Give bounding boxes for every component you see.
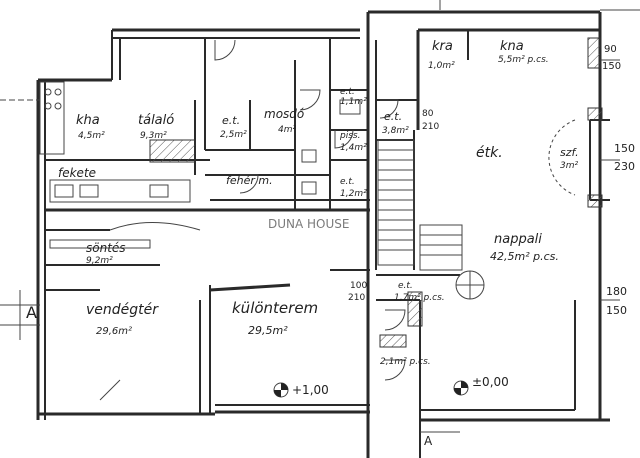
room-area: 1,0m² (428, 61, 455, 71)
level-labels: +1,00 ±0,00 (292, 375, 509, 397)
room-name: piss. (339, 131, 360, 141)
room-name: kra (432, 39, 453, 54)
room-name: szf. (560, 146, 579, 159)
level-label: +1,00 (292, 383, 329, 397)
room-name: e.t. (340, 87, 355, 97)
room-area: 1,7m² p.cs. (394, 293, 445, 303)
room-name: e.t. (222, 114, 240, 127)
room-area: 3,8m² (382, 126, 409, 136)
room-area: 9,2m² (86, 256, 113, 266)
room-area: 29,5m² (248, 324, 288, 337)
room-area: 4,5m² (78, 131, 105, 141)
room-area: 2,5m² (220, 130, 247, 140)
room-labels: kra 1,0m² kna 5,5m² p.cs. kha 4,5m² tála… (58, 39, 579, 367)
room-area: 5,5m² p.cs. (498, 55, 549, 65)
room-name: söntés (86, 241, 126, 255)
room-name: 2,1m² p.cs. (380, 357, 431, 367)
doors (99, 39, 576, 401)
room-name: e.t. (398, 281, 413, 291)
room-name: fekete (58, 166, 96, 180)
dimension-label: 210 (422, 122, 439, 132)
room-area: 1,4m² (340, 143, 367, 153)
room-area: 4m² (278, 125, 296, 135)
room-name: e.t. (340, 177, 355, 187)
section-mark: A (424, 434, 433, 448)
room-area: 1,1m² (340, 97, 367, 107)
grid-lines (0, 0, 640, 433)
section-marks: A A (26, 303, 433, 448)
watermark: DUNA HOUSE (268, 217, 349, 231)
dimension-label: 90 (604, 44, 617, 55)
dimension-label: 210 (348, 293, 365, 303)
room-name: kha (76, 113, 100, 128)
room-name: nappali (494, 232, 542, 247)
level-markers (273, 380, 469, 398)
room-area: 29,6m² (96, 326, 132, 337)
dimension-label: 80 (422, 109, 434, 119)
staircase (377, 139, 485, 300)
room-name: étk. (476, 145, 503, 161)
dimension-labels: 90 150 150 230 180 150 100 210 80 210 (348, 44, 635, 317)
room-name: különterem (232, 299, 318, 317)
room-area: 3m² (560, 161, 578, 171)
dimension-label: 180 (606, 285, 627, 298)
fixtures (39, 81, 361, 249)
dimension-label: 100 (350, 281, 367, 291)
room-name: e.t. (384, 110, 402, 123)
dimension-label: 150 (602, 61, 621, 72)
walls (36, 10, 620, 458)
level-label: ±0,00 (472, 375, 509, 389)
room-area: 42,5m² p.cs. (490, 250, 559, 263)
room-name: fehér m. (226, 174, 273, 187)
dimension-label: 230 (614, 160, 635, 173)
dimension-label: 150 (614, 142, 635, 155)
room-name: mosdó (264, 107, 304, 121)
room-name: vendégtér (86, 302, 159, 318)
section-mark: A (26, 303, 37, 322)
hatched-blocks (149, 37, 603, 348)
room-area: 9,3m² (140, 131, 167, 141)
room-area: 1,2m² (340, 189, 367, 199)
dimension-label: 150 (606, 304, 627, 317)
room-name: kna (500, 39, 524, 54)
room-name: tálaló (138, 113, 174, 128)
